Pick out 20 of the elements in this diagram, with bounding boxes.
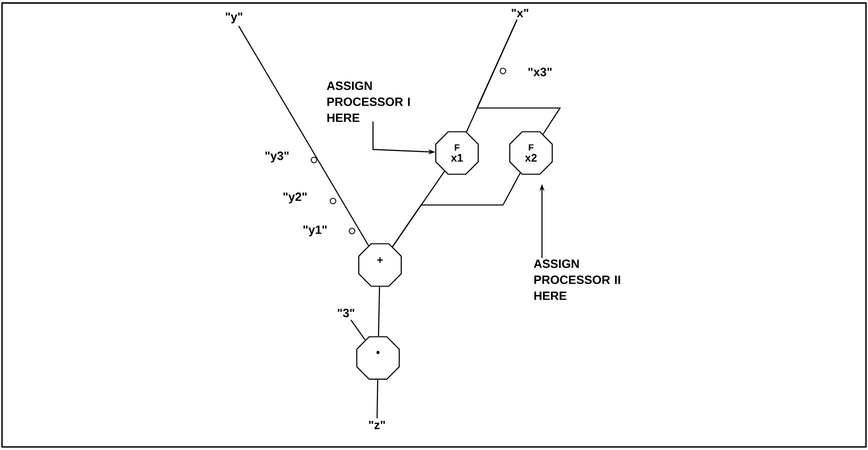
token-label: "y2"	[283, 192, 307, 204]
connector-line	[378, 286, 380, 336]
token-label: "y3"	[265, 152, 289, 162]
connector-line	[350, 319, 366, 340]
operator-octagon: F x1	[435, 131, 479, 175]
operator-octagon: +	[358, 243, 402, 287]
terminal-label: "x"	[512, 8, 528, 18]
terminal-label: "y"	[226, 12, 242, 24]
connector-line	[392, 172, 521, 247]
terminal-label: "3"	[338, 308, 354, 318]
token-label: "x3"	[528, 68, 552, 76]
token-label: "y1"	[303, 226, 327, 236]
annotation-text: ASSIGN PROCESSOR II HERE	[534, 260, 620, 300]
terminal-label: "z"	[369, 420, 385, 430]
operator-octagon: F x2	[509, 131, 553, 175]
annotation-text: ASSIGN PROCESSOR I HERE	[326, 82, 410, 122]
operator-octagon: •	[356, 336, 400, 380]
connector-line	[238, 26, 370, 246]
connector-line	[476, 19, 561, 135]
connector-line	[376, 380, 378, 418]
